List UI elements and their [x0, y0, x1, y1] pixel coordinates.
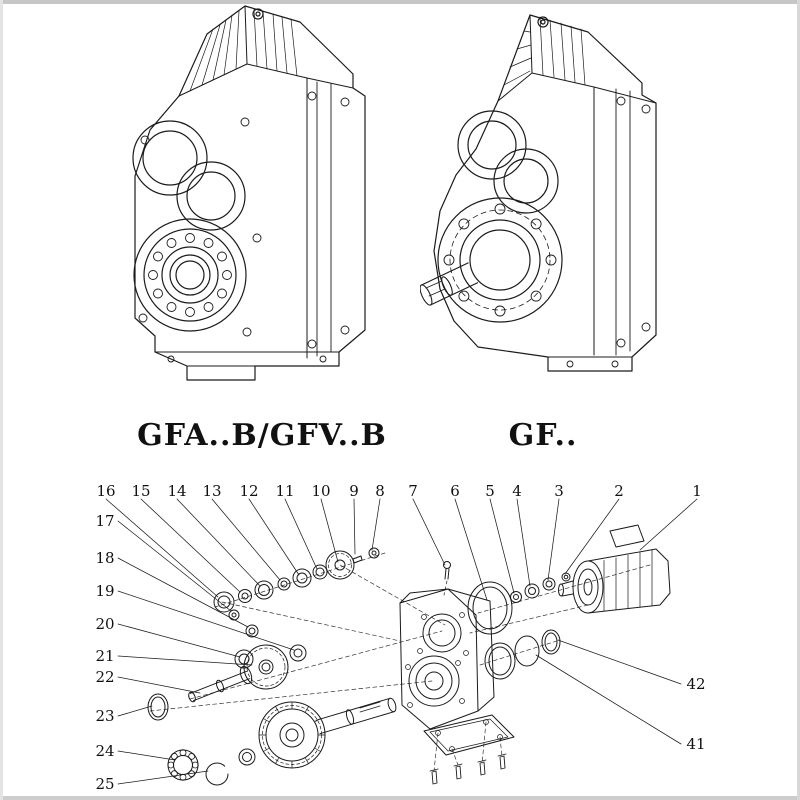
- output-bearing-boss: [133, 218, 247, 332]
- part-number-14: 14: [167, 482, 187, 500]
- part-number-20: 20: [95, 615, 115, 633]
- part-number-19: 19: [95, 582, 115, 600]
- motor-group: [558, 524, 671, 614]
- spacer-parts: [228, 609, 307, 662]
- model-label-gfab: GFA..B/GFV..B: [137, 418, 387, 453]
- output-gear-group: [258, 697, 397, 769]
- part-number-2: 2: [614, 482, 624, 500]
- part-number-3: 3: [554, 482, 564, 500]
- roof-rib-hatching: [189, 8, 298, 92]
- part-number-23: 23: [95, 707, 115, 725]
- model-label-gf: GF..: [508, 418, 578, 453]
- gearbox-drawing-gf: [420, 14, 657, 372]
- output-flange: [437, 197, 563, 323]
- output-shaft: [420, 262, 479, 306]
- part-number-13: 13: [202, 482, 222, 500]
- exploded-view-drawing: [105, 498, 698, 786]
- roof-rib-hatching: [503, 16, 586, 86]
- page-edge-right: [797, 0, 800, 800]
- gear-bores: [132, 120, 246, 231]
- part-number-24: 24: [95, 742, 115, 760]
- page-edge-top: [0, 0, 800, 4]
- mounting-feet: [547, 356, 633, 368]
- part-number-11: 11: [275, 482, 295, 500]
- part-number-41: 41: [686, 735, 706, 753]
- mounting-feet: [154, 351, 340, 367]
- top-plug: [252, 8, 264, 20]
- part-number-10: 10: [311, 482, 331, 500]
- plate-bolt-holes: [138, 117, 262, 337]
- part-number-16: 16: [96, 482, 116, 500]
- side-stiffener-band: [615, 88, 651, 356]
- part-number-8: 8: [375, 482, 385, 500]
- cover-bolts: [429, 753, 507, 785]
- part-number-1: 1: [692, 482, 702, 500]
- part-number-4: 4: [512, 482, 522, 500]
- part-number-25: 25: [95, 775, 115, 793]
- part-number-15: 15: [131, 482, 151, 500]
- part-number-9: 9: [349, 482, 359, 500]
- housing-outline: [134, 5, 366, 381]
- page-edge-bottom: [0, 796, 800, 800]
- part-number-6: 6: [450, 482, 460, 500]
- gearbox-drawing-gfab: [132, 5, 366, 381]
- part-number-12: 12: [239, 482, 259, 500]
- output-bearing-group: [167, 748, 256, 786]
- housing-bolt: [443, 561, 451, 596]
- retaining-rings: [484, 629, 561, 680]
- part-number-22: 22: [95, 668, 115, 686]
- cover-plate-group: [423, 714, 515, 785]
- part-number-7: 7: [408, 482, 418, 500]
- page-edge-left: [0, 0, 3, 800]
- part-number-42: 42: [686, 675, 706, 693]
- motor-side-small-parts: [510, 572, 571, 603]
- part-number-21: 21: [95, 647, 115, 665]
- leader-lines: [105, 498, 698, 785]
- top-plug: [537, 16, 549, 28]
- assembly-axis-lines: [149, 552, 651, 772]
- gear-bores: [457, 110, 559, 214]
- intermediate-gear-group: [147, 644, 289, 721]
- part-number-17: 17: [95, 512, 115, 530]
- housing-group: [399, 588, 495, 730]
- input-gear-cluster: [213, 547, 380, 613]
- part-number-5: 5: [485, 482, 495, 500]
- part-number-18: 18: [95, 549, 115, 567]
- side-stiffener-band: [307, 81, 350, 357]
